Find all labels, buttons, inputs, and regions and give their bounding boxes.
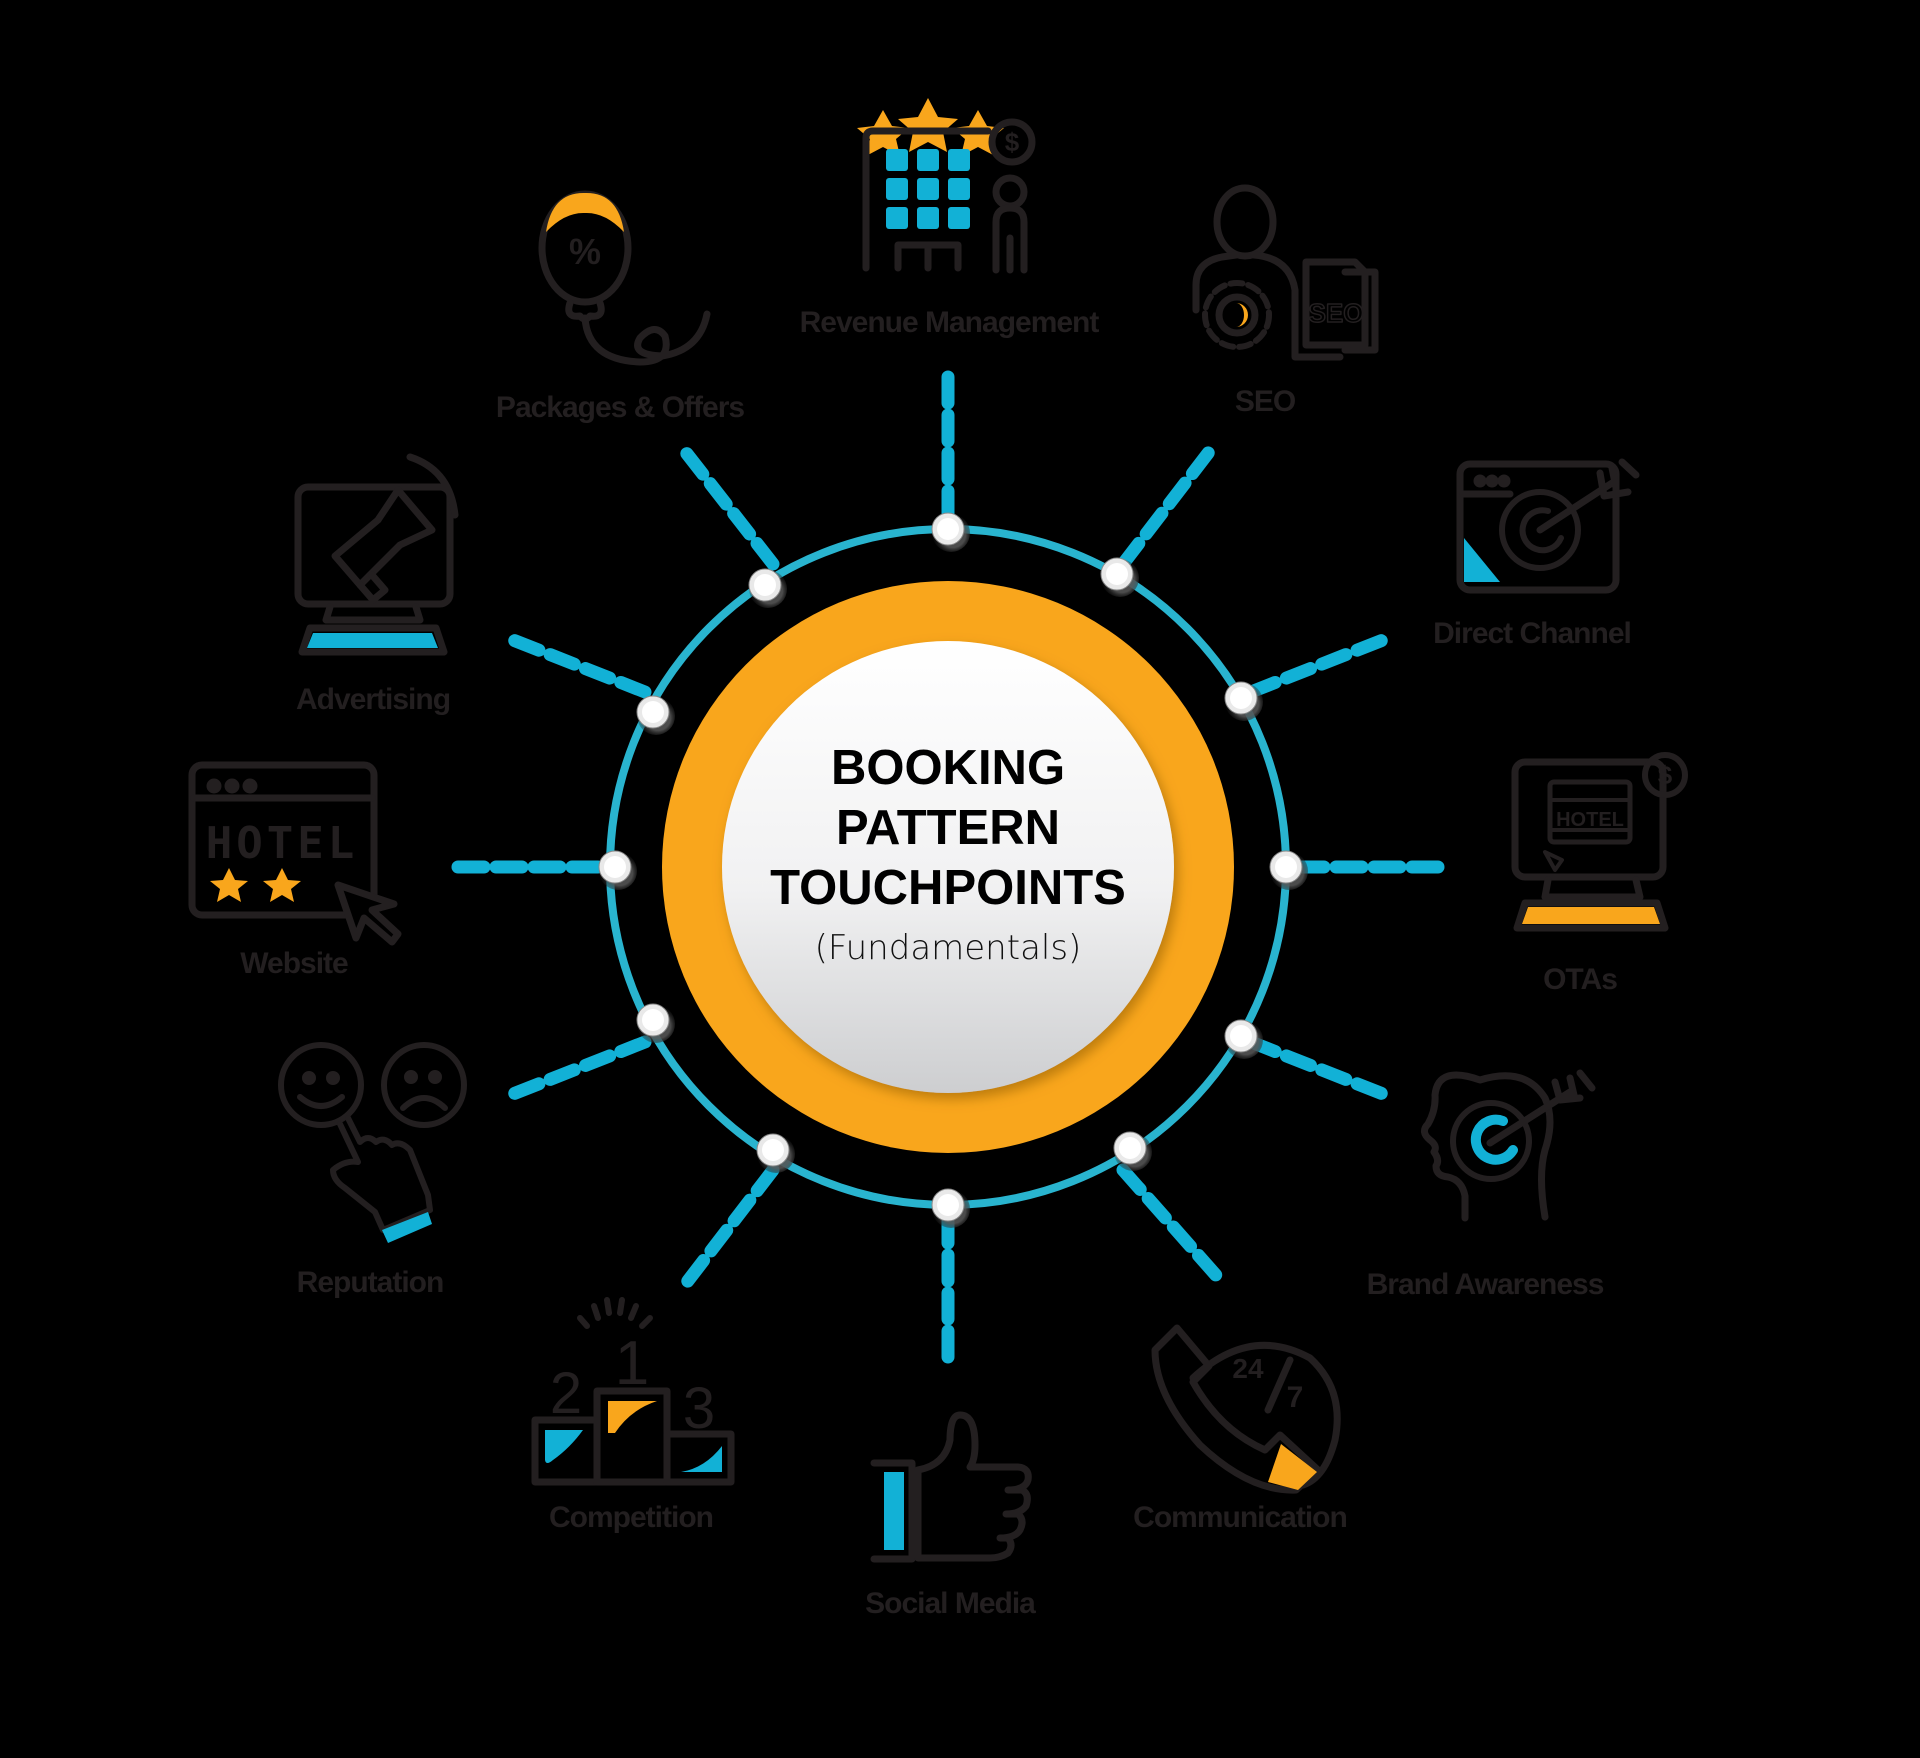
podium-3-text: 3 [683, 1376, 715, 1441]
podium-1-text: 1 [615, 1329, 649, 1398]
center-subtitle: (Fundamentals) [814, 928, 1082, 968]
hotel-building-revenue-icon [857, 98, 1036, 274]
label-seo: SEO [1234, 385, 1296, 418]
label-competition: Competition [549, 1501, 714, 1534]
seo-doc-text: SEO [1309, 298, 1364, 328]
label-social-media: Social Media [865, 1587, 1036, 1620]
label-advertising: Advertising [295, 683, 451, 716]
spoke-seo [1116, 441, 1219, 571]
seo-person-gear-icon [1192, 184, 1379, 361]
center-disc [722, 641, 1174, 1093]
phone-24-text: 24 [1232, 1353, 1264, 1384]
revenue-coin-text: $ [1005, 127, 1020, 157]
website-hotel-text: HOTEL [206, 818, 358, 869]
browser-target-icon [1456, 458, 1640, 594]
discount-balloon-icon [538, 190, 711, 366]
spoke-competition [677, 1163, 780, 1293]
spokes [446, 363, 1452, 1371]
title-line-3: TOUCHPOINTS [770, 861, 1126, 915]
computer-hotel-listing-icon: HOTEL [1511, 752, 1688, 932]
title-line-1: BOOKING [830, 741, 1066, 795]
spoke-advertising [501, 631, 652, 699]
balloon-percent-text: % [569, 231, 601, 272]
label-reputation: Reputation [296, 1266, 445, 1299]
label-brand-awareness: Brand Awareness [1366, 1268, 1605, 1301]
label-communication: Communication [1133, 1501, 1348, 1534]
hotel-website-icon [188, 761, 402, 946]
label-packages-offers: Packages & Offers [495, 391, 745, 424]
head-target-icon [1421, 1069, 1596, 1222]
computer-megaphone-icon [294, 453, 459, 656]
spoke-direct [1244, 631, 1395, 699]
ota-coin-text: $ [1658, 760, 1673, 790]
phone-24-7-icon: 24 7 [1151, 1324, 1341, 1494]
phone-7-text: 7 [1287, 1381, 1304, 1414]
label-otas: OTAs [1543, 963, 1618, 996]
podium-2-text: 2 [550, 1361, 582, 1426]
spoke-packages [677, 443, 780, 571]
smiley-feedback-icon [278, 1042, 467, 1243]
ring-nodes [598, 512, 1308, 1228]
spoke-comm [1116, 1163, 1229, 1289]
ota-hotel-text: HOTEL [1556, 809, 1624, 831]
podium-icon [531, 1297, 735, 1486]
thumbs-up-icon [870, 1411, 1032, 1563]
spoke-brand [1244, 1035, 1395, 1103]
title-line-2: PATTERN [835, 801, 1061, 855]
spoke-reputation [501, 1035, 652, 1103]
label-website: Website [240, 947, 348, 980]
label-direct-channel: Direct Channel [1433, 617, 1632, 650]
label-revenue-management: Revenue Management [799, 306, 1100, 339]
center-title: BOOKING PATTERN TOUCHPOINTS [738, 738, 1158, 918]
